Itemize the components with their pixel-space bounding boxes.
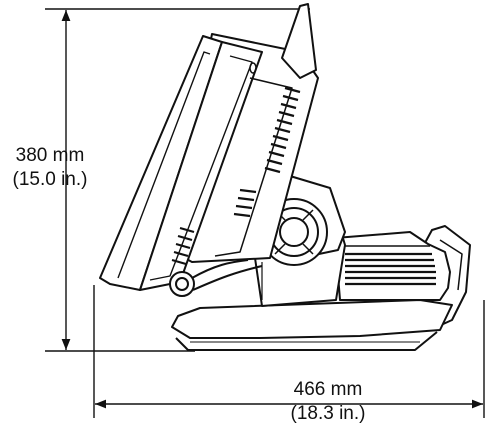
- hinge-inner: [279, 217, 309, 247]
- vent-slots: [171, 86, 436, 286]
- width-imperial-text: (18.3 in.): [290, 403, 366, 424]
- width-metric-text: 466 mm: [293, 379, 363, 400]
- height-metric-text: 380 mm: [15, 145, 85, 166]
- base-plate: [171, 299, 453, 339]
- height-dimension: [45, 8, 310, 352]
- terminal-body: [99, 3, 471, 351]
- top-handle: [281, 3, 317, 79]
- width-dimension: [93, 285, 485, 418]
- height-imperial-text: (15.0 in.): [12, 169, 88, 190]
- monitor-bezel: [99, 35, 223, 291]
- width-dimension-label: 466 mm (18.3 in.): [258, 378, 398, 426]
- height-dimension-label: 380 mm (15.0 in.): [0, 144, 100, 192]
